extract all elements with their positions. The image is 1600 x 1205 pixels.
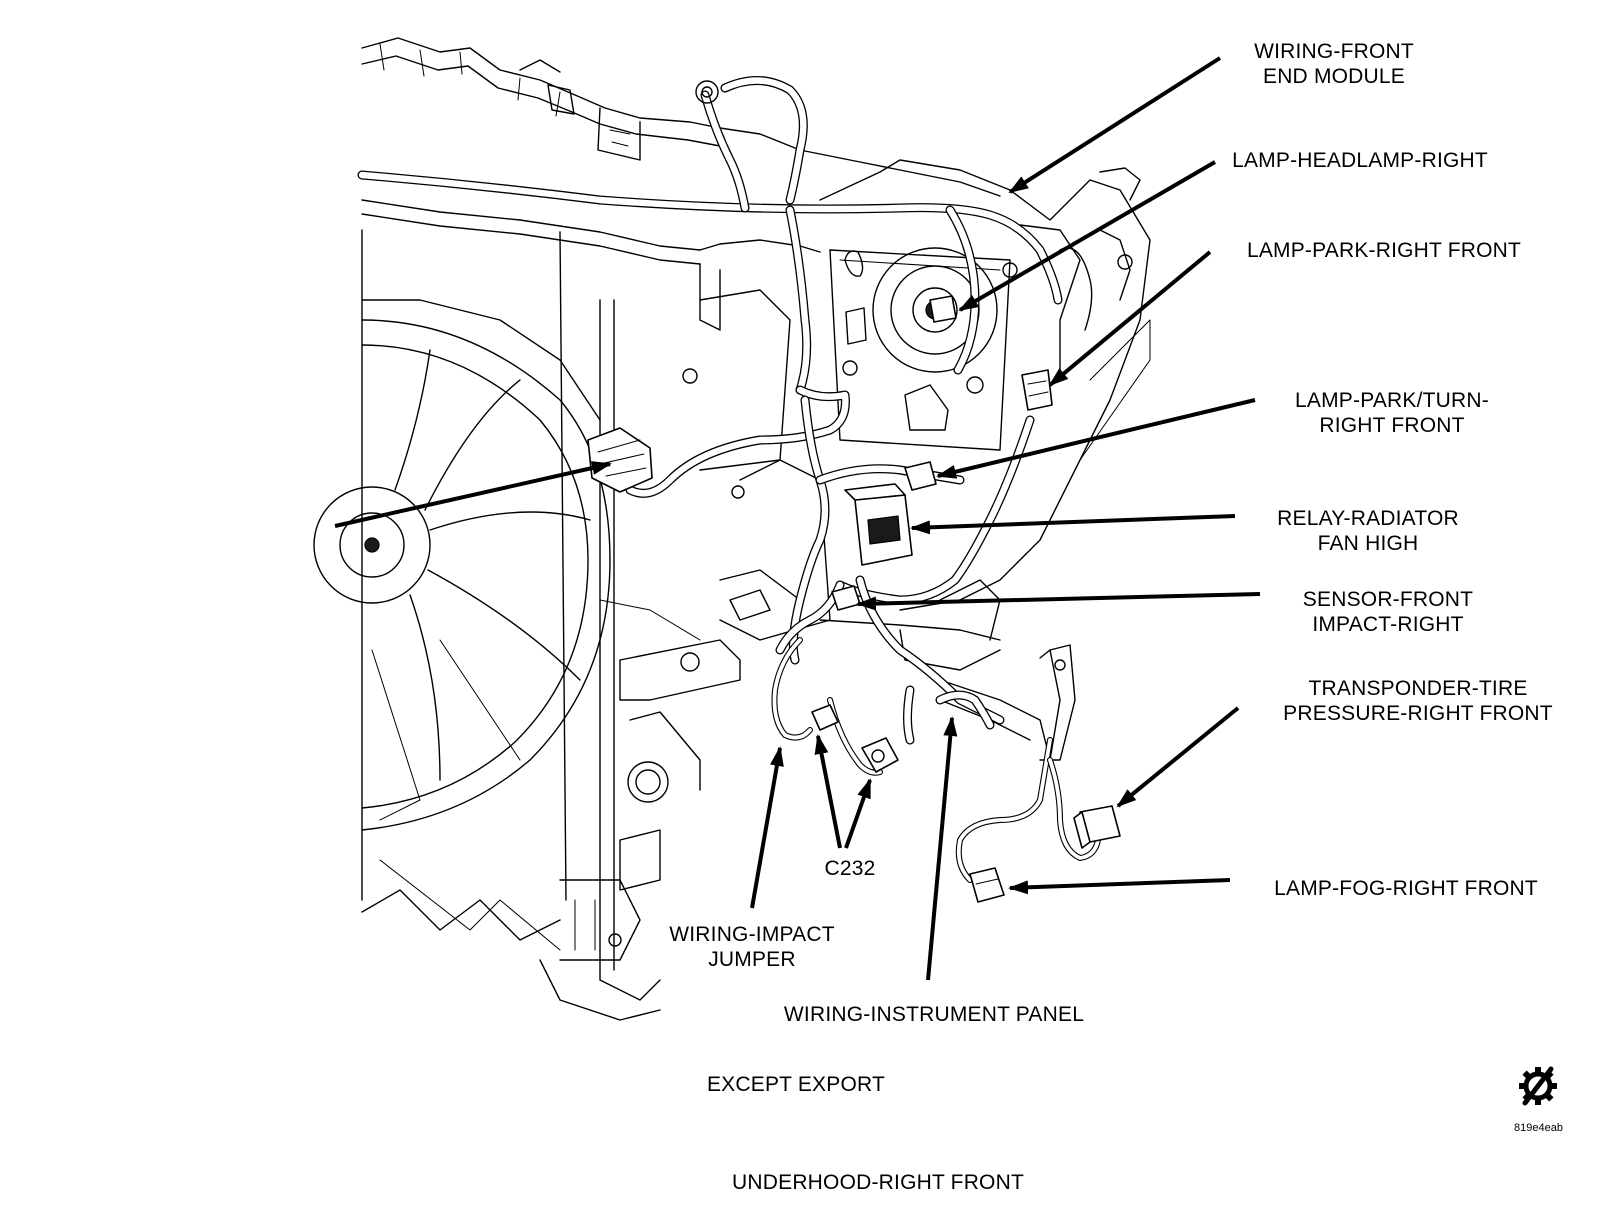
callout-lamp-fog-right-front: LAMP-FOG-RIGHT FRONT xyxy=(1274,877,1538,900)
harness-fog-loop xyxy=(955,737,1101,883)
diagram-subtitle: EXCEPT EXPORT xyxy=(706,1073,886,1096)
callout-c232: C232 xyxy=(824,857,876,880)
fan-shroud xyxy=(361,229,741,1021)
crossed-gear-icon xyxy=(1519,1066,1557,1106)
figure-code: 819e4eab xyxy=(1514,1122,1563,1134)
harness-front-end-module xyxy=(357,75,1063,395)
connectors xyxy=(587,295,1121,903)
harness-relay-branch xyxy=(625,385,1035,745)
diagram-caption: UNDERHOOD-RIGHT FRONT xyxy=(732,1171,1024,1194)
leader-arrows xyxy=(334,56,1261,981)
center-bracket xyxy=(682,289,1001,671)
callout-lamp-park-turn-right-front: LAMP-PARK/TURN-RIGHT FRONT xyxy=(1295,389,1489,437)
callout-lamp-park-right-front: LAMP-PARK-RIGHT FRONT xyxy=(1246,239,1522,262)
callout-lamp-headlamp-right: LAMP-HEADLAMP-RIGHT xyxy=(1232,149,1488,172)
radiator-fan xyxy=(313,319,611,951)
callout-wiring-instrument-panel: WIRING-INSTRUMENT PANEL xyxy=(783,1003,1085,1026)
